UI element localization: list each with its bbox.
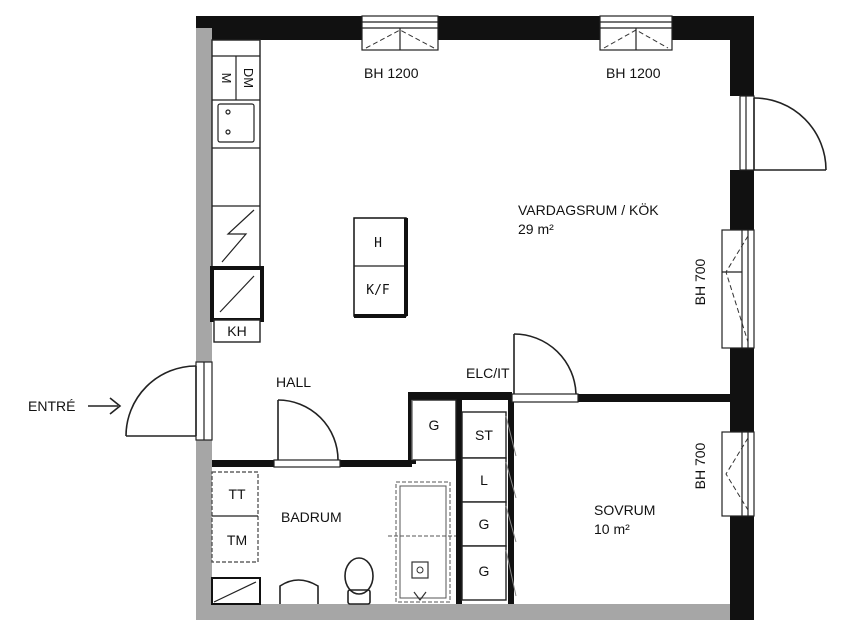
exterior-walls xyxy=(196,16,754,620)
hall-name: HALL xyxy=(276,374,311,390)
bathroom-door xyxy=(273,399,341,468)
window-top-right xyxy=(599,15,673,51)
bathroom-name: BADRUM xyxy=(281,509,342,525)
sink xyxy=(279,579,319,604)
toilet xyxy=(344,557,374,605)
entrance-door xyxy=(125,361,213,441)
window-top-left xyxy=(361,15,439,51)
entrance-label: ENTRÉ xyxy=(28,398,75,414)
living-room-name: VARDAGSRUM / KÖK xyxy=(518,201,659,218)
dryer-label: TT xyxy=(228,486,246,502)
elc-it-label: ELC/IT xyxy=(466,365,510,381)
bedroom-area: 10 m² xyxy=(594,521,630,537)
kitchen-island: H K/F xyxy=(353,217,408,318)
laundry: TT TM xyxy=(211,471,261,605)
kitchen-counter xyxy=(211,39,261,269)
window-right-bedroom xyxy=(721,431,755,517)
wardrobe-2-label: G xyxy=(479,563,490,579)
dishwasher-label: DM xyxy=(241,68,256,88)
fridge-freezer: KH xyxy=(213,319,261,343)
elc-door xyxy=(511,333,579,403)
shower xyxy=(388,481,456,603)
hall-wardrobe: G xyxy=(411,399,457,461)
fridge-freezer-label: KH xyxy=(227,323,246,339)
oven-box xyxy=(210,266,264,322)
bedroom-name: SOVRUM xyxy=(594,502,655,518)
washer-label: TM xyxy=(227,532,247,548)
window-right-living-label: BH 700 xyxy=(692,258,708,305)
linen-label: L xyxy=(480,472,488,488)
storage-column: ST L G G xyxy=(461,411,517,601)
window-right-living xyxy=(721,229,755,349)
island-fridge-label: K/F xyxy=(366,283,390,298)
hall-wardrobe-label: G xyxy=(429,417,440,433)
storage-label: ST xyxy=(475,427,493,443)
window-top-left-label: BH 1200 xyxy=(364,65,419,81)
wardrobe-1-label: G xyxy=(479,516,490,532)
window-top-right-label: BH 1200 xyxy=(606,65,661,81)
living-room-area: 29 m² xyxy=(518,221,554,237)
microwave-label: M xyxy=(219,73,234,84)
island-hob-label: H xyxy=(374,236,382,251)
window-right-bedroom-label: BH 700 xyxy=(692,442,708,489)
entrance-arrow-icon xyxy=(88,397,122,415)
balcony-door xyxy=(739,95,827,171)
